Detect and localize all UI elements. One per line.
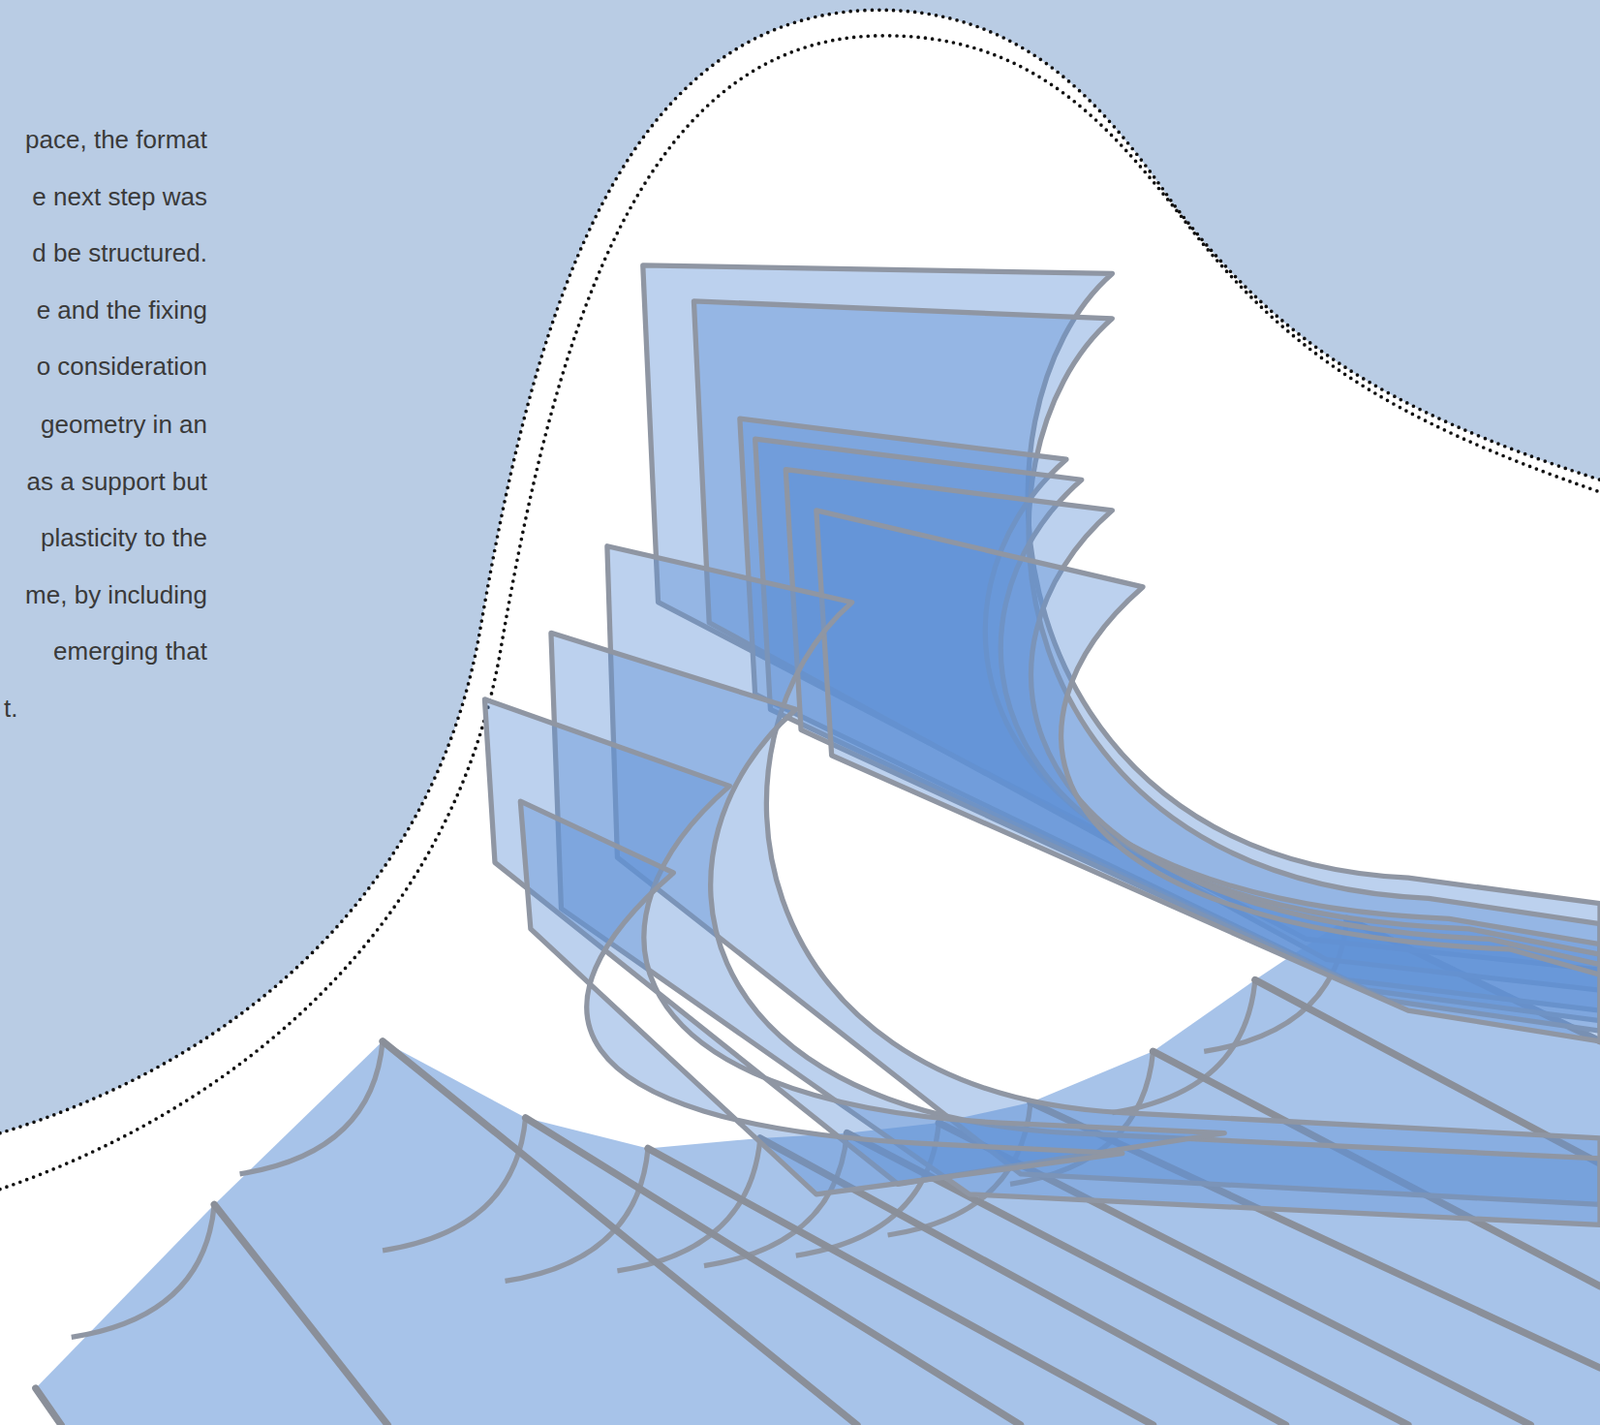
paragraph-line: me, by including (25, 579, 208, 611)
paragraph-line: as a support but (27, 465, 208, 497)
white-region (0, 9, 1600, 1425)
paragraph-line: pace, the format (25, 123, 208, 155)
paragraph-line: e next step was (31, 181, 208, 213)
paragraph-line: geometry in an (40, 408, 208, 440)
paragraph-line: d be structured. (31, 237, 208, 269)
paragraph-line: t. (3, 692, 18, 724)
upper-glass-panels (484, 265, 1600, 1226)
paragraph-line: plasticity to the (40, 522, 208, 554)
paragraph-line: o consideration (36, 350, 208, 382)
paragraph-line: emerging that (53, 635, 208, 667)
paragraph-line: e and the fixing (36, 294, 208, 326)
